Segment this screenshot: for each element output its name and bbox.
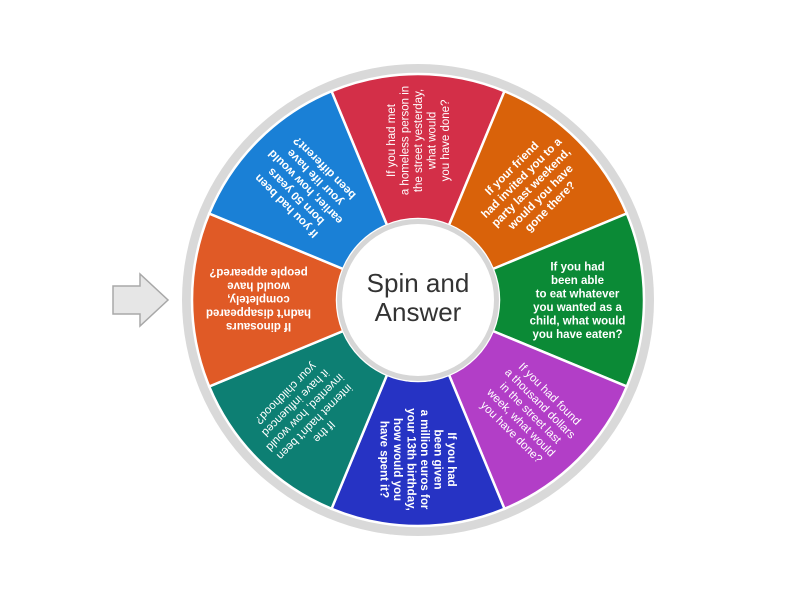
segment-question-line: you have done? — [440, 100, 452, 182]
segment-question-line: completely, — [227, 293, 289, 305]
segment-question-line: been able — [551, 275, 604, 287]
segment-question-line: a homeless person in — [400, 86, 412, 195]
segment-question-line: a million euros for — [418, 410, 430, 510]
segment-question: If you hadbeen givena million euros fory… — [377, 408, 457, 511]
segment-question-line: you have eaten? — [532, 329, 622, 341]
wheel-title-line-1: Spin and — [367, 268, 470, 298]
segment-question-line: If you had met — [386, 103, 398, 177]
segment-question-line: people appeared? — [209, 266, 307, 278]
segment-question-line: If you had — [445, 432, 457, 486]
segment-question-line: the street yesterday, — [413, 89, 425, 192]
wheel-title-line-2: Answer — [375, 297, 462, 327]
segment-question-line: to eat whatever — [536, 288, 620, 300]
wheel-hub[interactable] — [342, 224, 494, 376]
segment-question-line: you wanted as a — [533, 302, 622, 314]
segment-question-line: have spent it? — [377, 421, 389, 498]
arrow-right-icon — [112, 272, 170, 328]
segment-question-line: how would you — [391, 418, 403, 501]
segment-question-line: your 13th birthday, — [404, 408, 416, 511]
segment-question-line: been given — [431, 429, 443, 489]
segment-question-line: If you had — [550, 261, 604, 273]
segment-question-line: If dinosaurs — [226, 320, 291, 332]
segment-question-line: would have — [227, 280, 291, 292]
segment-question-line: child, what would — [530, 315, 626, 327]
segment-question: If dinosaurshadn't disappeared completely… — [206, 266, 311, 332]
segment-question-line: hadn't disappeared — [206, 307, 311, 319]
segment-question-line: what would — [427, 112, 439, 171]
